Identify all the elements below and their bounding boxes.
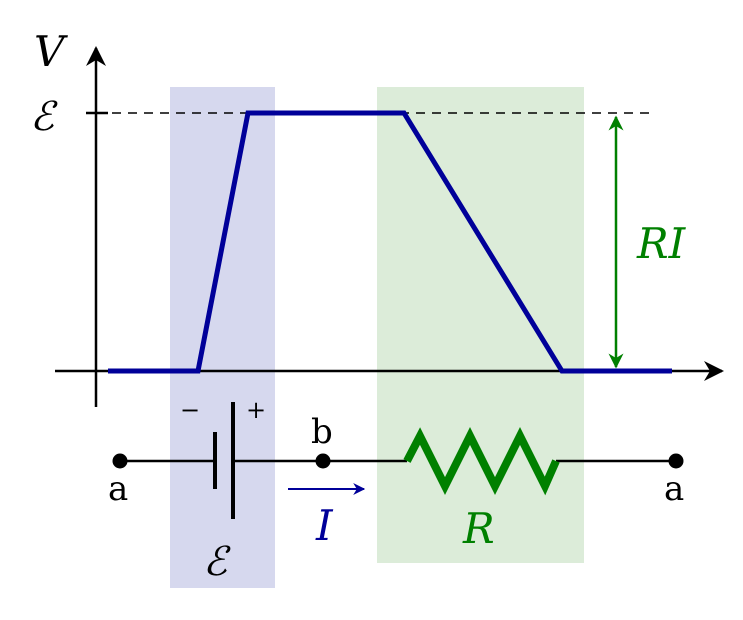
node-a-right: [668, 453, 684, 469]
resistor-label: R: [462, 504, 495, 553]
resistor-region: [377, 87, 584, 563]
current-label: I: [315, 501, 334, 550]
node-b-label: b: [311, 412, 333, 452]
node-a-left-label: a: [108, 469, 128, 509]
battery-emf-label: ℰ: [203, 539, 231, 585]
battery-region: [170, 87, 275, 588]
battery-minus-sign: −: [180, 396, 200, 424]
potential-curve: [108, 110, 672, 374]
node-a-left: [112, 453, 128, 469]
resistor-zigzag: [403, 427, 560, 496]
node-a-right-label: a: [664, 469, 684, 509]
node-b: [315, 453, 331, 469]
battery-plus-sign: +: [246, 396, 266, 424]
voltage-drop-label: RI: [636, 219, 687, 268]
y-axis-label: V: [34, 27, 68, 76]
emf-tick-label: ℰ: [30, 94, 58, 140]
